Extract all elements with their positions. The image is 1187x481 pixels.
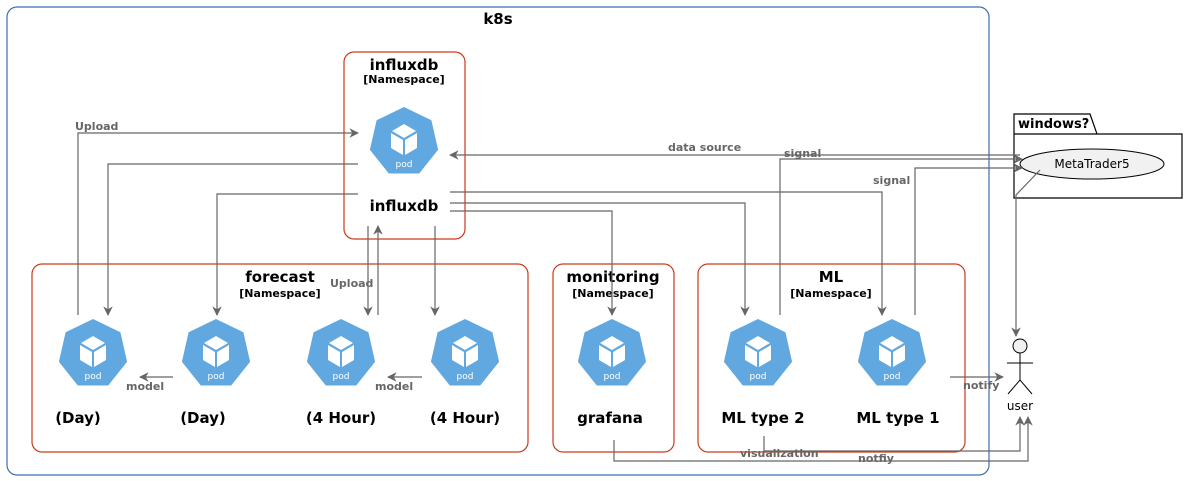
pod-icon-text: pod [457,372,474,382]
pod-ml-type-1-icon: pod [857,319,927,386]
edges [77,128,1041,462]
pod-forecast-4h-1-icon: pod [306,319,376,386]
k8s-cluster-boundary [6,6,990,476]
pod-grafana-icon: pod [577,319,647,386]
pod-forecast-4h-2-label: (4 Hour) [430,409,500,427]
namespace-ml-title: ML [819,268,844,286]
windows-package-title: windows? [1018,117,1089,132]
pod-ml-type-2-icon: pod [723,319,793,386]
pod-influxdb-icon: pod [369,107,439,174]
edge-visualization [613,416,1033,462]
k8s-title: k8s [483,10,512,28]
pod-ml-type-2-label: ML type 2 [721,409,804,427]
edge-metatrader-to-user [1011,169,1041,337]
pod-forecast-day-2-icon: pod [181,319,251,386]
namespace-forecast-title: forecast [245,268,315,286]
namespace-influxdb [343,51,466,240]
pod-forecast-day-1-icon: pod [58,319,128,386]
edge-influxdb-to-grafana [450,210,617,316]
edge-label-signal-1: signal [784,147,821,160]
user-actor [1007,338,1033,395]
namespace-influxdb-title: influxdb [370,56,439,74]
pod-icon-text: pod [208,372,225,382]
namespace-monitoring-subtitle: [Namespace] [572,287,653,300]
edge-label-notify: notify [963,379,999,392]
pod-forecast-4h-1-label: (4 Hour) [306,409,376,427]
edge-label-visualization: visualization [740,447,819,460]
pod-icon-text: pod [884,372,901,382]
edge-upload-day [77,128,359,315]
edge-label-notfiy: notfiy [858,452,894,465]
namespace-ml [697,263,966,453]
pod-icon-text: pod [85,372,102,382]
pod-icon-text: pod [604,372,621,382]
namespace-ml-subtitle: [Namespace] [790,287,871,300]
edge-label-data-source: data source [668,141,741,154]
pod-icon-text: pod [750,372,767,382]
pod-forecast-day-2-label: (Day) [180,409,226,427]
edge-notfiy [763,416,1025,452]
user-label: user [1007,399,1033,413]
edge-label-upload-top: Upload [75,120,118,133]
pod-icon-text: pod [396,160,413,170]
edge-influxdb-to-ml1 [450,191,887,316]
metatrader5-label: MetaTrader5 [1054,157,1129,171]
pod-ml-type-1-label: ML type 1 [856,409,939,427]
pod-icon-text: pod [333,372,350,382]
edge-label-signal-2: signal [873,174,910,187]
edge-label-model-2: model [375,380,413,393]
edge-signal-ml2 [779,154,1023,315]
edge-influxdb-to-day-1 [103,163,358,316]
namespace-forecast [31,263,529,453]
edge-label-upload-mid: Upload [330,277,373,290]
pod-grafana-label: grafana [577,409,643,427]
namespace-monitoring-title: monitoring [566,268,659,286]
pod-forecast-day-1-label: (Day) [55,409,101,427]
namespace-forecast-subtitle: [Namespace] [239,287,320,300]
edge-signal-ml1 [914,163,1023,315]
edge-label-model-1: model [126,380,164,393]
pod-influxdb-label: influxdb [370,197,439,215]
edge-influxdb-to-day-2 [212,193,358,316]
edge-influxdb-to-ml2 [450,202,750,316]
namespace-influxdb-subtitle: [Namespace] [363,73,444,86]
pod-forecast-4h-2-icon: pod [430,319,500,386]
